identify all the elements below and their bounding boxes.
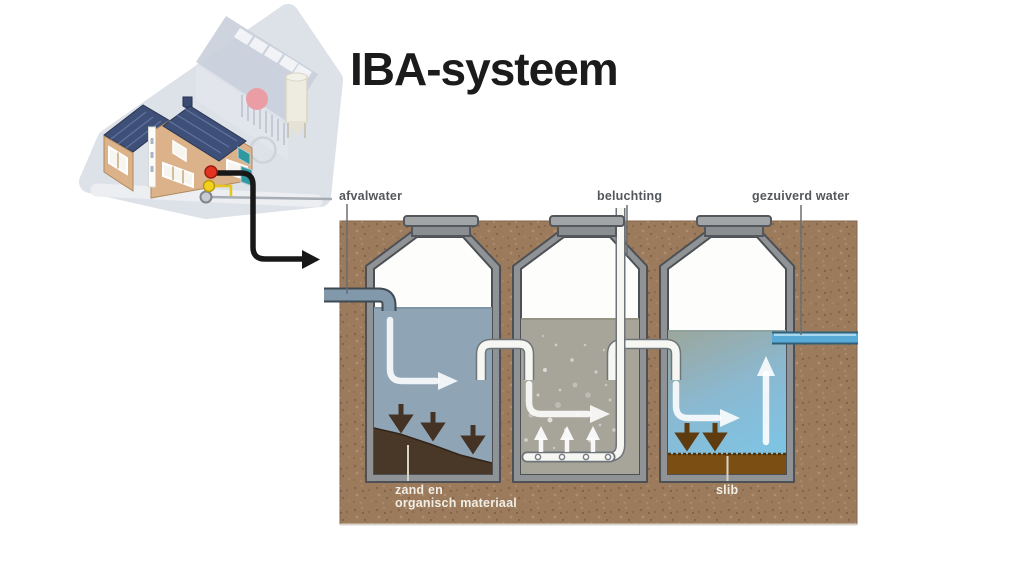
sediment-layer: [374, 428, 492, 474]
flow-arrow-tank3: [672, 380, 722, 422]
tank-2-aeration: [512, 229, 648, 483]
manhole-lid-tank1: [403, 215, 479, 237]
trim-mark: [150, 138, 154, 144]
house: [103, 96, 253, 199]
aeration-up-arrowheads: [534, 426, 600, 440]
gable-window: [172, 139, 187, 163]
label-sediment: zand en organisch materiaal: [395, 484, 517, 510]
red-dot: [204, 165, 218, 179]
flow-arrows-white: [386, 316, 770, 446]
silo: [285, 72, 308, 138]
flow-arrow-tank1: [386, 316, 440, 385]
sewer-connection: [199, 165, 333, 269]
sewer-cable: [213, 170, 303, 262]
flow-arrow-tank2: [525, 380, 592, 418]
label-gezuiverd-water: gezuiverd water: [752, 189, 850, 203]
transfer-pipe-1: [475, 338, 535, 380]
gray-service-line: [207, 195, 333, 201]
inlet-pipe: [324, 287, 397, 311]
sparger-pipe: [521, 451, 616, 463]
farm-building: [196, 16, 318, 164]
label-afvalwater: afvalwater: [339, 189, 403, 203]
label-sediment-line2: organisch materiaal: [395, 496, 517, 510]
page-title: IBA-systeem: [350, 43, 619, 95]
label-beluchting: beluchting: [597, 189, 663, 203]
sewer-cable-arrowhead: [302, 250, 320, 269]
label-sediment-line1: zand en: [395, 483, 443, 497]
sediment-edge: [374, 427, 492, 464]
bubbles: [523, 334, 616, 460]
water-surface: [374, 307, 492, 309]
leader-lines: [346, 204, 802, 481]
trim-mark: [150, 152, 154, 158]
outlet-pipe: [772, 331, 858, 345]
gray-dot: [199, 190, 213, 204]
settling-arrows-tank3: [674, 423, 728, 452]
trim-mark: [150, 166, 154, 172]
left-roof-streaks: [110, 111, 162, 149]
yellow-service-line: [210, 184, 233, 196]
aeration-up-arrows: [538, 438, 596, 452]
yellow-dot: [202, 179, 216, 193]
flow-arrowheads-white: [438, 356, 775, 427]
water-surface: [521, 318, 639, 320]
label-slib: slib: [716, 483, 739, 497]
settling-arrows-tank1: [388, 404, 486, 455]
conservatory-glass: [237, 146, 251, 166]
manhole-lid-tank3: [696, 215, 772, 237]
manhole-lid-tank2: [549, 215, 625, 237]
transfer-pipe-2: [606, 338, 682, 380]
barn-red-dot: [246, 88, 268, 110]
house-illustration: [79, 4, 343, 269]
main-roof-streaks: [168, 108, 238, 154]
water-surface: [668, 330, 786, 332]
